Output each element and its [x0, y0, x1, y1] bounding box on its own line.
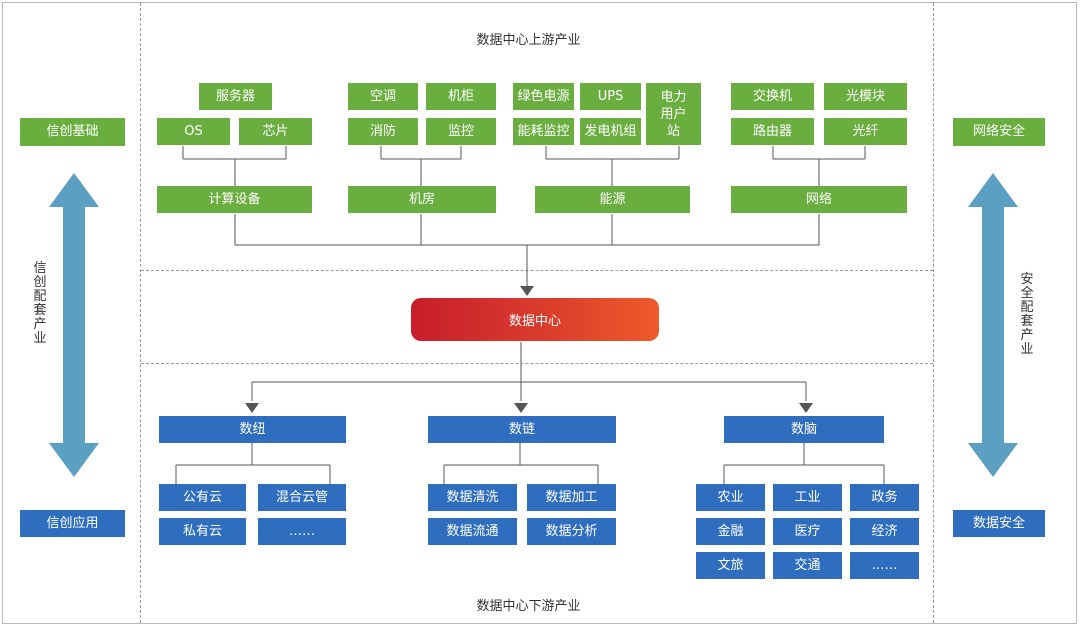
router-box: 路由器 — [731, 118, 814, 145]
optical-module-box: 光模块 — [824, 83, 907, 110]
compute-equipment-box: 计算设备 — [157, 186, 312, 213]
data-center-node: 数据中心 — [411, 298, 659, 341]
cabinet-box: 机柜 — [426, 83, 496, 110]
network-box: 网络 — [731, 186, 907, 213]
xinchuang-application-box: 信创应用 — [20, 510, 125, 537]
os-box: OS — [157, 118, 230, 145]
brain-ellipsis-box: …… — [850, 552, 919, 579]
public-cloud-box: 公有云 — [159, 484, 246, 511]
energy-monitoring-box: 能耗监控 — [513, 118, 574, 145]
hybrid-cloud-mgmt-box: 混合云管 — [258, 484, 346, 511]
monitoring-box: 监控 — [426, 118, 496, 145]
green-power-box: 绿色电源 — [513, 83, 574, 110]
air-conditioning-box: 空调 — [348, 83, 418, 110]
hub-ellipsis-box: …… — [258, 518, 346, 545]
upstream-title: 数据中心上游产业 — [476, 33, 581, 48]
energy-box: 能源 — [535, 186, 690, 213]
power-user-station-box: 电力用户站 — [646, 83, 701, 145]
data-circulation-box: 数据流通 — [428, 518, 517, 545]
data-security-box: 数据安全 — [953, 510, 1045, 537]
agriculture-box: 农业 — [696, 484, 765, 511]
right-divider — [933, 3, 934, 623]
culture-tourism-box: 文旅 — [696, 552, 765, 579]
healthcare-box: 医疗 — [773, 518, 842, 545]
data-cleaning-box: 数据清洗 — [428, 484, 517, 511]
economy-box: 经济 — [850, 518, 919, 545]
transportation-box: 交通 — [773, 552, 842, 579]
downstream-divider — [141, 363, 933, 364]
chip-box: 芯片 — [239, 118, 312, 145]
switch-box: 交换机 — [731, 83, 814, 110]
left-divider — [140, 3, 141, 623]
downstream-title: 数据中心下游产业 — [476, 599, 581, 614]
data-brain-box: 数脑 — [724, 416, 884, 443]
machine-room-box: 机房 — [348, 186, 496, 213]
data-chain-box: 数链 — [428, 416, 616, 443]
optical-fiber-box: 光纤 — [824, 118, 907, 145]
data-analysis-box: 数据分析 — [527, 518, 616, 545]
finance-box: 金融 — [696, 518, 765, 545]
xinchuang-foundation-box: 信创基础 — [20, 118, 125, 146]
fire-protection-box: 消防 — [348, 118, 418, 145]
server-box: 服务器 — [199, 83, 272, 110]
upstream-divider — [141, 270, 933, 271]
generator-box: 发电机组 — [580, 118, 641, 145]
left-vertical-label: 信创配套产业 — [33, 261, 47, 346]
private-cloud-box: 私有云 — [159, 518, 246, 545]
industry-box: 工业 — [773, 484, 842, 511]
data-processing-box: 数据加工 — [527, 484, 616, 511]
government-box: 政务 — [850, 484, 919, 511]
ups-box: UPS — [580, 83, 641, 110]
right-vertical-label: 安全配套产业 — [1020, 272, 1034, 357]
network-security-box: 网络安全 — [953, 118, 1045, 146]
data-hub-box: 数纽 — [159, 416, 346, 443]
